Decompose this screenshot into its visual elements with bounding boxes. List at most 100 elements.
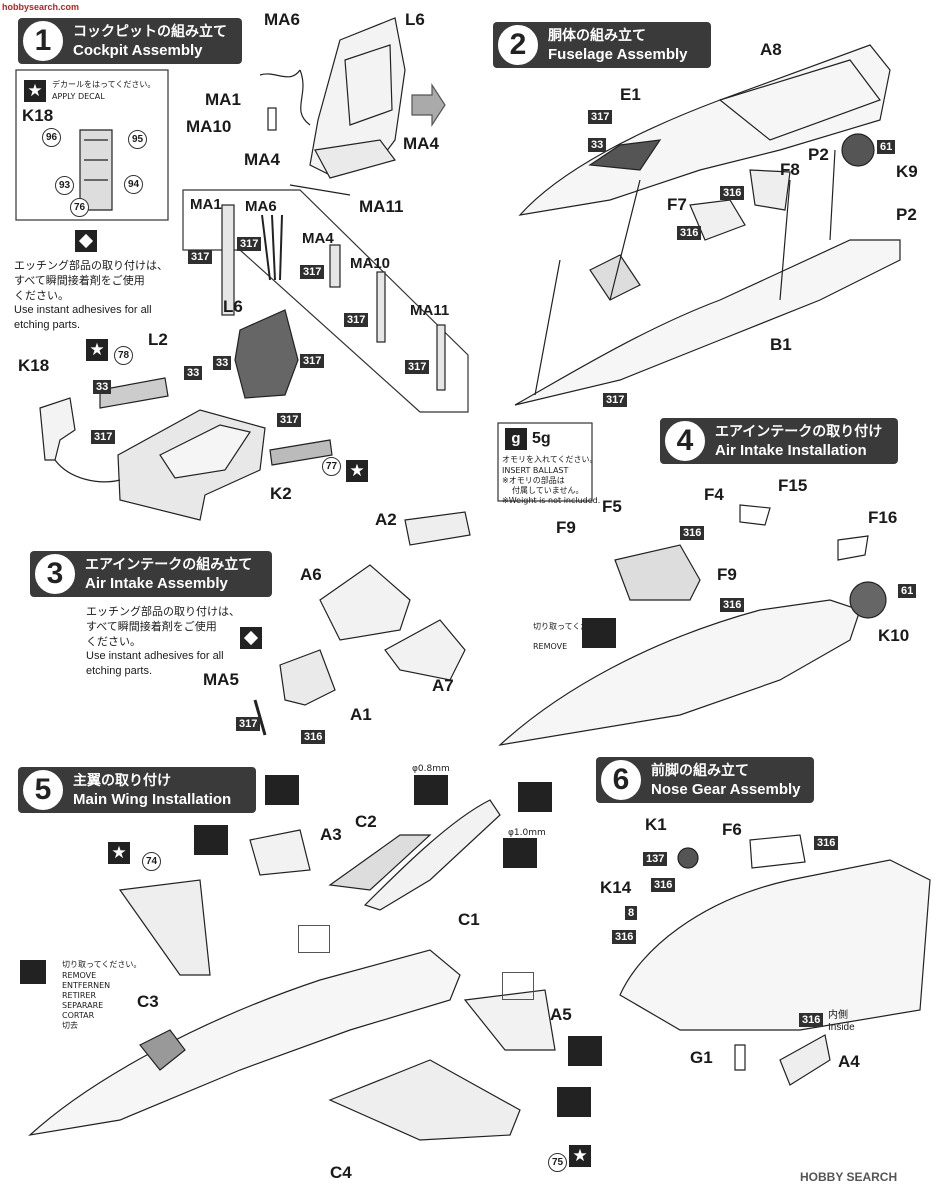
color-code: 316: [720, 186, 745, 200]
part-label: MA5: [203, 670, 239, 689]
color-code: 317: [91, 430, 116, 444]
part-label: G1: [690, 1048, 713, 1067]
site-watermark: hobbysearch.com: [2, 2, 80, 12]
decal-star-icon: ★: [569, 1145, 591, 1167]
decal-star-icon: ★: [108, 842, 130, 864]
step-number: 4: [663, 419, 707, 463]
decal-number: 77: [322, 457, 341, 476]
etch-note-en1: Use instant adhesives for all: [14, 304, 152, 316]
ballast-note-jp3: 付属していません。: [512, 486, 584, 495]
drill-size: φ1.0mm: [508, 828, 546, 838]
cut-tool-icon: [582, 618, 616, 648]
decal-star-icon: ★: [346, 460, 368, 482]
part-label: MA10: [186, 117, 232, 136]
part-label: K9: [896, 162, 918, 181]
ballast-weight: 5g: [532, 430, 551, 447]
step-title-en: Cockpit Assembly: [73, 41, 203, 59]
part-label: F9: [717, 565, 737, 584]
decal-note-en: APPLY DECAL: [52, 92, 105, 101]
color-code: 316: [677, 226, 702, 240]
part-label: K1: [645, 815, 667, 834]
part-label: F7: [667, 195, 687, 214]
part-label: B1: [770, 335, 792, 354]
step-number: 1: [21, 19, 65, 63]
step-title-en: Air Intake Installation: [715, 441, 867, 459]
color-code: 316: [651, 878, 676, 892]
color-code: 61: [877, 140, 896, 154]
ballast-note-jp2: ※オモリの部品は: [502, 476, 565, 485]
part-label: C2: [355, 812, 377, 831]
part-label: P2: [896, 205, 917, 224]
etch-note-en2: etching parts.: [14, 319, 81, 331]
step-title-en: Air Intake Assembly: [85, 574, 228, 592]
cut-tool-icon: [557, 1087, 591, 1117]
part-label: F16: [868, 508, 898, 527]
etch-note-jp3: ください。: [86, 635, 141, 648]
decal-number: 95: [128, 130, 147, 149]
cut-tool-icon: [265, 775, 299, 805]
part-label: C1: [458, 910, 480, 929]
part-label: K10: [878, 626, 910, 645]
step-title-jp: 主翼の取り付け: [73, 772, 171, 789]
part-label: P2: [808, 145, 829, 164]
step-title-jp: エアインテークの取り付け: [715, 423, 883, 440]
etch-note-jp1: エッチング部品の取り付けは、: [14, 259, 168, 272]
part-label: MA4: [302, 230, 334, 247]
remove-note-jp: 切り取ってください。: [533, 622, 613, 631]
remove-note: REMOVE: [62, 971, 97, 980]
color-code: 317: [344, 313, 369, 327]
part-label: K18: [22, 106, 54, 125]
decal-number: 96: [42, 128, 61, 147]
color-code: 33: [184, 366, 203, 380]
part-label: F6: [722, 820, 742, 839]
color-code: 316: [814, 836, 839, 850]
no-glue-icon: [298, 925, 330, 953]
part-label: MA1: [190, 196, 222, 213]
color-code: 316: [612, 930, 637, 944]
cut-tool-icon: [194, 825, 228, 855]
part-label: K14: [600, 878, 632, 897]
step-title-jp: 胴体の組み立て: [548, 27, 646, 44]
step-title-en: Nose Gear Assembly: [651, 780, 801, 798]
part-label: F9: [556, 518, 576, 537]
decal-number: 74: [142, 852, 161, 871]
etch-note-jp3: ください。: [14, 289, 69, 302]
step-title-en: Fuselage Assembly: [548, 45, 688, 63]
part-label: L6: [223, 297, 243, 316]
part-label: MA6: [245, 198, 277, 215]
decal-number: 94: [124, 175, 143, 194]
drill-icon: [503, 838, 537, 868]
part-label: A1: [350, 705, 372, 724]
cut-tool-icon: [568, 1036, 602, 1066]
step-number: 3: [33, 552, 77, 596]
ballast-note-en: INSERT BALLAST: [502, 466, 569, 475]
part-label: F8: [780, 160, 800, 179]
etch-note-en2: etching parts.: [86, 665, 153, 677]
color-code: 33: [93, 380, 112, 394]
part-label: A6: [300, 565, 322, 584]
etching-diamond-icon: [240, 627, 262, 649]
decal-number: 76: [70, 198, 89, 217]
part-label: MA11: [410, 302, 450, 319]
part-label: A8: [760, 40, 782, 59]
part-label: K2: [270, 484, 292, 503]
part-label: L6: [405, 10, 425, 29]
color-code: 316: [301, 730, 326, 744]
color-code: 317: [405, 360, 430, 374]
part-label: A3: [320, 825, 342, 844]
color-code: 33: [588, 138, 607, 152]
etch-note-jp1: エッチング部品の取り付けは、: [86, 605, 240, 618]
part-label: A5: [550, 1005, 572, 1024]
part-label: L2: [148, 330, 168, 349]
decal-number: 75: [548, 1153, 567, 1172]
remove-note: ENTFERNEN: [62, 981, 111, 990]
cut-tool-icon: [518, 782, 552, 812]
part-label: A7: [432, 676, 454, 695]
color-code: 317: [277, 413, 302, 427]
remove-note: SEPARARE: [62, 1001, 104, 1010]
